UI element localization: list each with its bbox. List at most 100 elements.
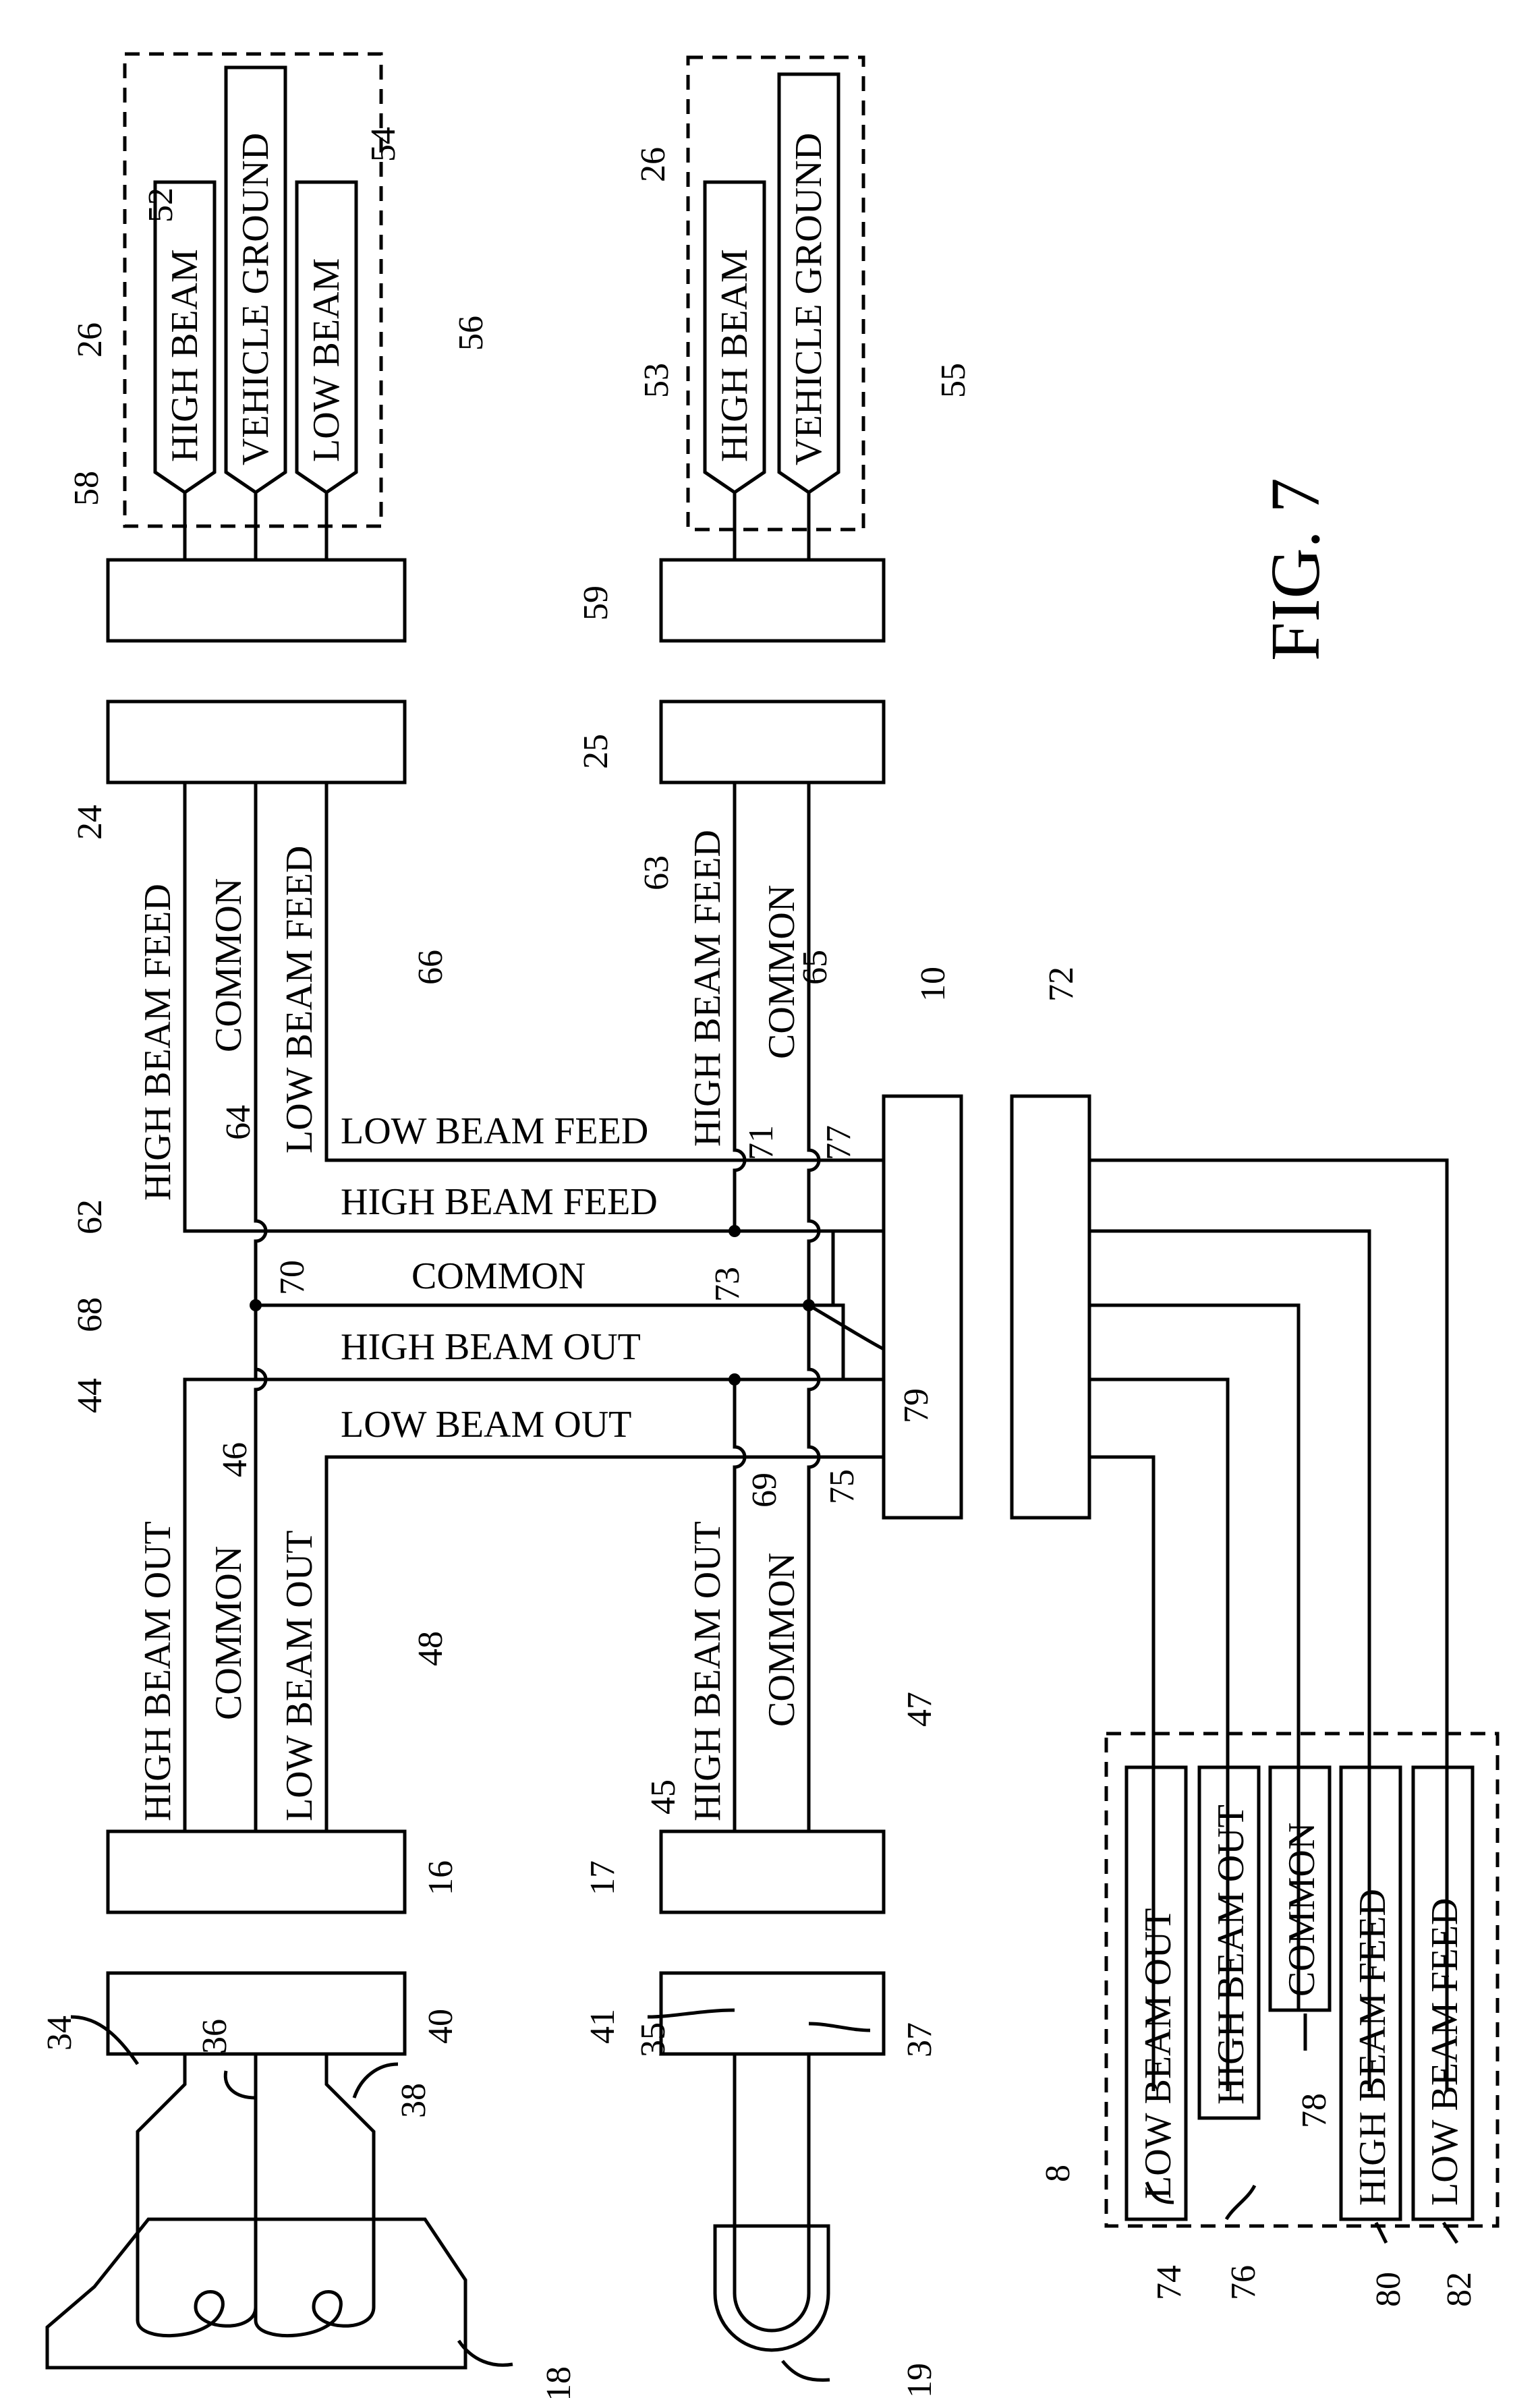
ref-74: 74	[1150, 2265, 1189, 2300]
ref-78: 78	[1295, 2093, 1334, 2128]
ref-70: 70	[273, 1260, 312, 1295]
ref-44: 44	[71, 1378, 109, 1413]
ref-73: 73	[708, 1267, 747, 1302]
ref-35: 35	[634, 2022, 673, 2057]
label-high-beam-53: HIGH BEAM	[714, 249, 755, 462]
label-common-65: COMMON	[761, 885, 803, 1059]
ref-19: 19	[901, 2363, 939, 2398]
ref-55: 55	[934, 363, 973, 398]
label-high-beam-feed-80: HIGH BEAM FEED	[1352, 1889, 1394, 2206]
connector-58	[106, 558, 407, 643]
single-filament-bulb-19	[713, 2224, 830, 2352]
label-bus-low-beam-feed: LOW BEAM FEED	[341, 1110, 648, 1152]
ref-8: 8	[1039, 2165, 1077, 2182]
label-low-beam-feed-82: LOW BEAM FEED	[1424, 1898, 1466, 2206]
label-high-beam-52: HIGH BEAM	[164, 249, 206, 462]
label-common-64: COMMON	[208, 878, 250, 1052]
ref-76: 76	[1224, 2265, 1263, 2300]
label-low-beam-feed-66: LOW BEAM FEED	[279, 846, 320, 1153]
terminal-box-low-beam-feed-82	[1411, 1765, 1475, 2221]
connector-41	[659, 1971, 886, 2056]
label-high-beam-feed-63: HIGH BEAM FEED	[687, 830, 729, 1147]
terminal-box-low-beam-out-74	[1124, 1765, 1188, 2221]
label-vehicle-ground-54: VEHICLE GROUND	[235, 133, 277, 465]
label-high-beam-out-44: HIGH BEAM OUT	[137, 1521, 179, 1821]
ref-24: 24	[71, 805, 109, 840]
figure-title: FIG. 7	[1257, 478, 1334, 661]
label-common-46: COMMON	[208, 1546, 250, 1720]
terminal-box-high-beam-out-76	[1197, 1765, 1261, 2120]
ref-71: 71	[742, 1125, 780, 1160]
wire-common-77	[809, 1229, 884, 1307]
ref-62: 62	[71, 1199, 109, 1234]
label-low-beam-out-48: LOW BEAM OUT	[279, 1531, 320, 1821]
ref-54: 54	[364, 127, 403, 162]
connector-16	[106, 1829, 407, 1914]
label-vehicle-ground-55: VEHICLE GROUND	[788, 133, 830, 465]
label-high-beam-feed-62: HIGH BEAM FEED	[137, 884, 179, 1201]
terminal-box-vehicle-ground-54	[224, 65, 287, 495]
ref-41: 41	[583, 2009, 622, 2044]
wire-low-beam-out-48	[324, 1455, 884, 1831]
ref-26-right: 26	[634, 147, 673, 182]
ref-66: 66	[411, 950, 450, 985]
wire-high-beam-out-bus	[254, 1305, 809, 1381]
ref-64: 64	[219, 1105, 258, 1140]
label-common-47: COMMON	[761, 1553, 803, 1727]
label-bus-high-beam-feed: HIGH BEAM FEED	[341, 1181, 658, 1223]
wire-high-beam-feed-63	[733, 782, 747, 1231]
ref-69: 69	[745, 1473, 784, 1508]
terminal-box-low-beam-56	[295, 180, 358, 495]
label-bus-low-beam-out: LOW BEAM OUT	[341, 1404, 631, 1446]
ref-65: 65	[796, 950, 834, 985]
filament-2	[254, 2226, 376, 2337]
label-low-beam-out-74: LOW BEAM OUT	[1137, 1908, 1179, 2199]
lead-38	[324, 2054, 376, 2226]
lead-34	[136, 2054, 187, 2226]
ref-40: 40	[422, 2009, 460, 2044]
ref-47: 47	[901, 1692, 939, 1727]
ref-82: 82	[1440, 2272, 1479, 2307]
ref-36: 36	[196, 2019, 234, 2054]
label-bus-common: COMMON	[411, 1255, 586, 1297]
wire-79	[807, 1303, 885, 1351]
terminal-box-high-beam-52	[153, 180, 217, 495]
ref-38: 38	[395, 2083, 433, 2118]
wire-low-beam-out-74	[1089, 1455, 1156, 2091]
label-bus-high-beam-out: HIGH BEAM OUT	[341, 1326, 641, 1368]
ref-18: 18	[540, 2366, 578, 2398]
ref-48: 48	[411, 1631, 450, 1666]
label-high-beam-out-76: HIGH BEAM OUT	[1210, 1804, 1252, 2105]
converter-10	[882, 1094, 963, 1520]
ref-26-left: 26	[71, 322, 109, 358]
ref-80: 80	[1369, 2272, 1408, 2307]
connector-40	[106, 1971, 407, 2056]
terminal-box-common-78	[1268, 1765, 1332, 2012]
ref-59: 59	[577, 586, 615, 621]
label-low-beam-56: LOW BEAM	[306, 258, 347, 462]
connector-24	[106, 700, 407, 784]
dual-filament-bulb-18	[45, 2217, 467, 2370]
junction-dots	[250, 1225, 815, 1386]
ref-58: 58	[67, 471, 106, 506]
headlamp-socket-group-26-right	[686, 55, 865, 532]
wire-high-beam-feed-80	[1089, 1229, 1371, 2091]
label-common-78: COMMON	[1281, 1823, 1323, 1997]
ref-56: 56	[452, 316, 490, 351]
ref-46: 46	[216, 1442, 254, 1477]
connector-59	[659, 558, 886, 643]
terminal-box-high-beam-53	[703, 180, 766, 495]
ref-52: 52	[142, 188, 180, 223]
ref-77: 77	[820, 1125, 858, 1160]
label-high-beam-out-45: HIGH BEAM OUT	[687, 1521, 729, 1821]
switch-connector-group-8	[1104, 1732, 1500, 2228]
ref-79: 79	[897, 1388, 936, 1423]
wire-high-beam-out-76	[1089, 1377, 1230, 2091]
wire-common-75	[809, 1303, 884, 1381]
headlamp-socket-group-26-left	[123, 52, 383, 528]
ref-45: 45	[644, 1779, 683, 1815]
lead-35-37	[733, 2054, 811, 2333]
terminal-box-high-beam-feed-80	[1339, 1765, 1402, 2221]
